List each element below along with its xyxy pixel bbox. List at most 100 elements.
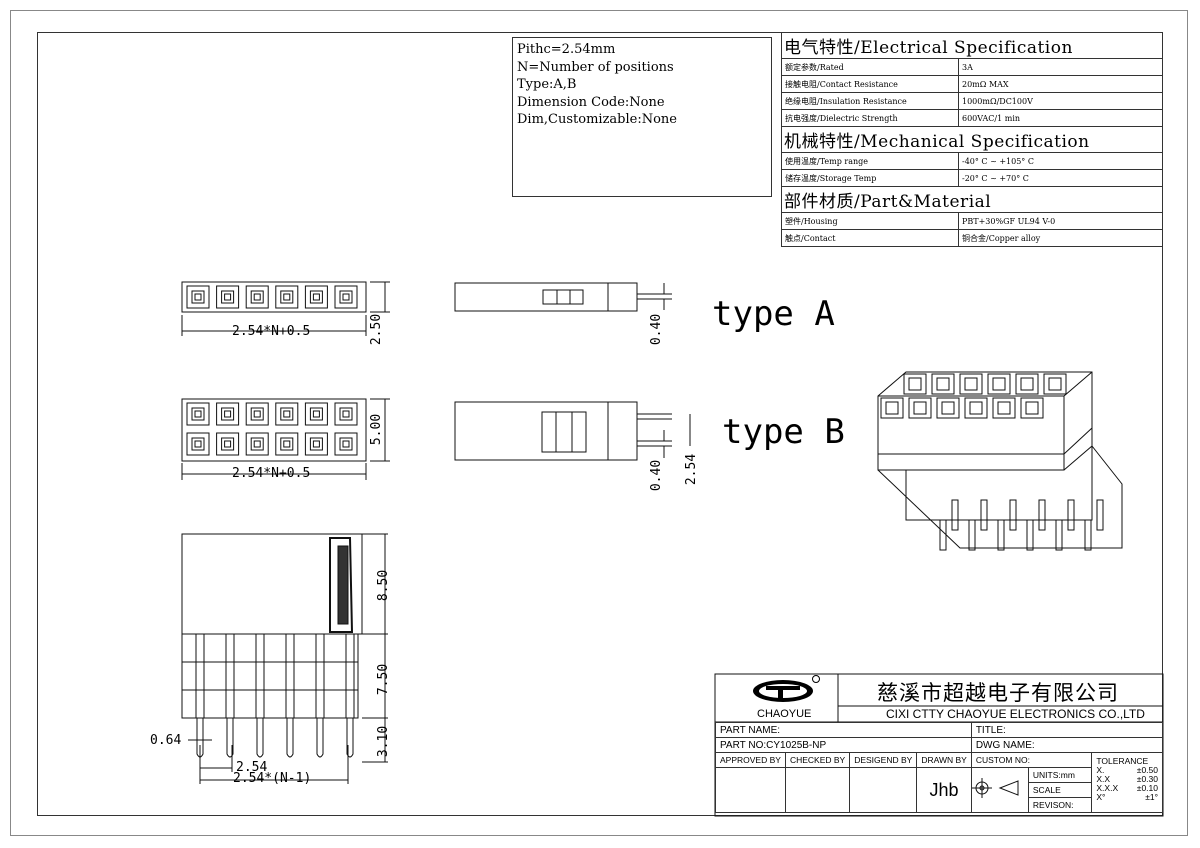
tol-value: ±0.10 <box>1136 783 1158 793</box>
iso-pin <box>997 519 1005 551</box>
contact-pin <box>253 440 261 448</box>
contact-cell <box>216 285 240 309</box>
dim-width-a: 2.54*N+0.5 <box>232 324 311 339</box>
pin-tail <box>226 718 234 758</box>
front-view <box>181 533 388 784</box>
iso-hole <box>1025 401 1039 415</box>
tolerance-cell: TOLERANCE X.±0.50 X.X±0.30 X.X.X±0.10 X°… <box>1091 752 1163 813</box>
type-b-side-view <box>454 401 691 461</box>
dim-width-b: 2.54*N+0.5 <box>232 466 311 481</box>
iso-pin <box>939 519 947 551</box>
contact-cell <box>275 285 299 309</box>
tol-key: X.X <box>1096 774 1111 784</box>
contact-cell <box>186 402 210 426</box>
contact-hole <box>309 290 323 304</box>
contact-pin <box>312 410 320 418</box>
contact-pin <box>342 440 350 448</box>
contact-hole <box>250 290 264 304</box>
iso-pin <box>1096 499 1104 531</box>
dim-pitch: 2.54 <box>236 760 268 775</box>
dim-height-a: 2.50 <box>369 313 385 346</box>
spec-label: 触点/Contact <box>781 229 959 247</box>
iso-cell <box>903 373 927 395</box>
tol-key: X° <box>1096 792 1106 802</box>
iso-cell <box>1020 397 1044 419</box>
logo-text: CHAOYUE <box>757 708 812 720</box>
contact-cell <box>275 432 299 456</box>
iso-cell <box>964 397 988 419</box>
pin-tail <box>286 718 294 758</box>
isometric-view <box>877 371 1123 551</box>
contact-pin <box>283 410 291 418</box>
contact-cell <box>304 432 328 456</box>
iso-hole <box>908 377 922 391</box>
contact-pin <box>312 293 320 301</box>
iso-hole <box>885 401 899 415</box>
units: UNITS:mm <box>1027 767 1093 783</box>
contact-pin <box>283 293 291 301</box>
pin-tail <box>316 718 324 758</box>
custom-no: CUSTOM NO: <box>970 752 1093 768</box>
designed-value <box>849 767 918 813</box>
drawn-value: Jhb <box>916 767 972 813</box>
pin-tail <box>256 718 264 758</box>
contact-hole <box>250 407 264 421</box>
iso-hole <box>992 377 1006 391</box>
contact-pin <box>342 293 350 301</box>
contact-hole <box>221 407 235 421</box>
contact-hole <box>280 290 294 304</box>
contact-pin <box>253 293 261 301</box>
contact-cell <box>334 432 358 456</box>
dim-pin-height: 7.50 <box>376 663 392 696</box>
electrical-spec-title: 电气特性/Electrical Specification <box>781 32 1163 59</box>
note-line: Dim,Customizable:None <box>517 112 677 127</box>
contact-pin <box>224 440 232 448</box>
iso-pin <box>1038 499 1046 531</box>
contact-hole <box>191 290 205 304</box>
contact-cell <box>216 432 240 456</box>
iso-pin <box>1055 519 1063 551</box>
iso-pin <box>968 519 976 551</box>
contact-hole <box>309 407 323 421</box>
dim-height-b: 5.00 <box>369 413 385 446</box>
contact-cell <box>186 432 210 456</box>
dim-span: 2.54*(N-1) <box>233 771 312 786</box>
drawing-outer-frame <box>10 10 1188 836</box>
dim-housing-height: 8.50 <box>376 569 392 602</box>
iso-hole <box>969 401 983 415</box>
contact-cell <box>245 285 269 309</box>
iso-hole <box>941 401 955 415</box>
contact-pin <box>342 410 350 418</box>
note-line: Dimension Code:None <box>517 94 665 110</box>
iso-cell <box>959 373 983 395</box>
iso-pin <box>1067 499 1075 531</box>
iso-hole <box>964 377 978 391</box>
note-line: Pithc=2.54mm <box>517 42 616 57</box>
tol-key: X.X.X <box>1096 783 1119 793</box>
contact-cell <box>275 402 299 426</box>
company-logo <box>753 675 820 702</box>
iso-hole <box>1020 377 1034 391</box>
iso-cell <box>880 397 904 419</box>
iso-hole <box>997 401 1011 415</box>
dim-pin-width: 0.64 <box>150 733 182 748</box>
approved-by: APPROVED BY <box>715 752 786 768</box>
dwg-name: DWG NAME: <box>970 737 1164 753</box>
iso-cell <box>1043 373 1067 395</box>
drawing-inner-frame <box>37 32 1163 816</box>
revison: REVISON: <box>1027 797 1093 813</box>
tolerance-title: TOLERANCE <box>1096 756 1149 766</box>
iso-cell <box>992 397 1016 419</box>
checked-value <box>784 767 851 813</box>
contact-cell <box>304 285 328 309</box>
part-name: PART NAME: <box>715 722 972 738</box>
contact-pin <box>224 410 232 418</box>
tol-value: ±1° <box>1145 792 1158 802</box>
projection-cell <box>970 767 1029 813</box>
iso-pin <box>1084 519 1092 551</box>
contact-hole <box>339 407 353 421</box>
type-b-top-view <box>181 398 390 480</box>
contact-hole <box>250 437 264 451</box>
dim-pin-a: 0.40 <box>649 313 665 346</box>
